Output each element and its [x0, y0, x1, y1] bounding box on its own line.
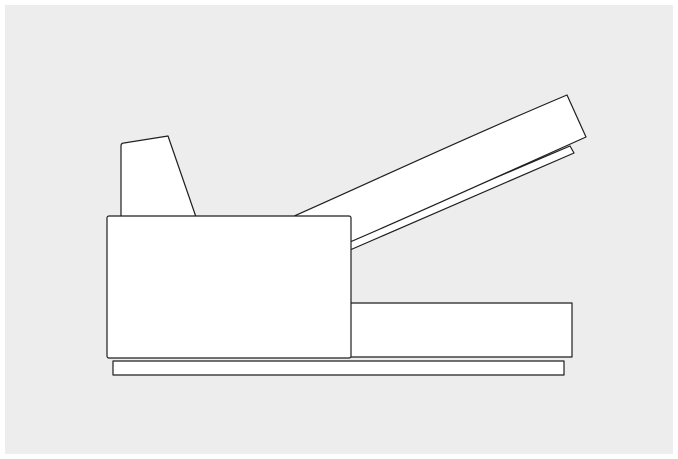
sofa-chaise-seat — [349, 302, 573, 358]
sofa-main-body — [106, 215, 352, 359]
headrest-cushion — [120, 135, 197, 218]
reclined-backrest — [291, 94, 587, 243]
sofa-base-plinth — [112, 360, 565, 376]
